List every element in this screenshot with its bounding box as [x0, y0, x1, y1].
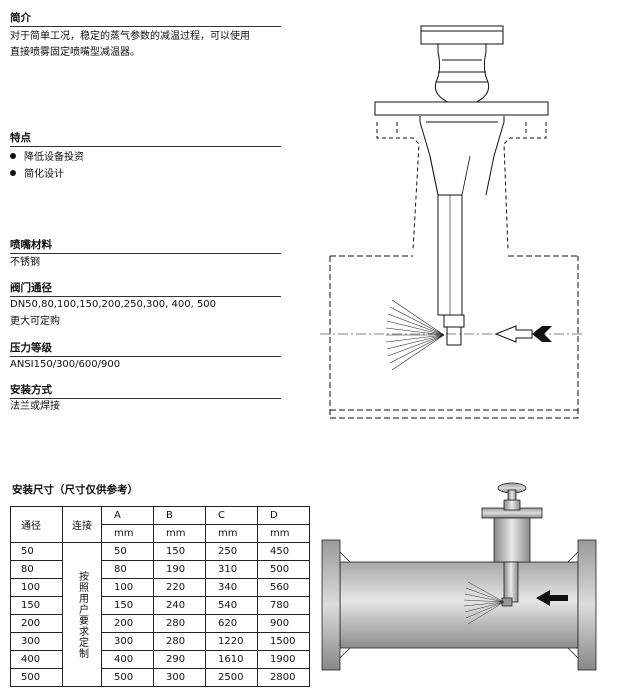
feature-item: 简化设计 — [10, 167, 64, 182]
table-cell: 220 — [153, 578, 206, 597]
flow-direction-arrow-icon — [536, 590, 568, 606]
valve-size-title: 阀门通径 — [10, 282, 281, 297]
table-cell: 400 — [101, 650, 154, 669]
table-cell: 300 — [10, 632, 63, 651]
table-cell: 500 — [257, 560, 310, 579]
table-cell: 560 — [257, 578, 310, 597]
bullet-icon — [10, 170, 16, 176]
table-row: 150 150 240 540 780 — [10, 596, 310, 615]
material-title: 喷嘴材料 — [10, 239, 281, 254]
header-a: A — [101, 506, 154, 525]
spray-fan-icon — [385, 299, 445, 371]
dimensions-table: 通径 连接 A B C D mm mm mm mm 50 按照用户要求定制 50… — [10, 506, 310, 687]
bullet-icon — [10, 153, 16, 159]
table-row: 400 400 290 1610 1900 — [10, 650, 310, 669]
table-cell: 100 — [101, 578, 154, 597]
pressure-title: 压力等级 — [10, 342, 281, 357]
flow-direction-arrow-icon — [494, 325, 552, 343]
table-cell: 80 — [10, 560, 63, 579]
connection-note: 按照用户要求定制 — [76, 570, 88, 659]
table-cell: 300 — [101, 632, 154, 651]
table-cell: 280 — [153, 614, 206, 633]
table-cell: 100 — [10, 578, 63, 597]
table-row: 500 500 300 2500 2800 — [10, 668, 310, 687]
table-cell: 340 — [205, 578, 258, 597]
table-row: 50 按照用户要求定制 50 150 250 450 — [10, 542, 310, 687]
table-cell: 400 — [10, 650, 63, 669]
intro-title: 简介 — [10, 12, 281, 27]
table-cell: 290 — [153, 650, 206, 669]
table-cell: 620 — [205, 614, 258, 633]
unit-cell: mm — [205, 524, 258, 543]
desuperheater-installation-drawing — [321, 482, 597, 671]
table-cell: 250 — [205, 542, 258, 561]
table-cell: 280 — [153, 632, 206, 651]
table-cell: 310 — [205, 560, 258, 579]
table-cell: 1900 — [257, 650, 310, 669]
feature-item: 降低设备投资 — [10, 150, 84, 165]
header-b: B — [153, 506, 206, 525]
table-unit-row: mm mm mm mm — [11, 524, 310, 543]
pressure-value: ANSI150/300/600/900 — [10, 359, 121, 370]
table-header-row: 通径 连接 A B C D — [10, 506, 310, 543]
valve-size-line-1: DN50,80,100,150,200,250,300, 400, 500 — [10, 299, 217, 310]
table-cell: 780 — [257, 596, 310, 615]
table-cell: 240 — [153, 596, 206, 615]
table-cell: 2800 — [257, 668, 310, 687]
table-cell: 540 — [205, 596, 258, 615]
table-cell: 1500 — [257, 632, 310, 651]
intro-line-1: 对于简单工况，稳定的蒸气参数的减温过程，可以使用 — [10, 31, 250, 42]
table-cell: 2500 — [205, 668, 258, 687]
features-title: 特点 — [10, 132, 281, 147]
feature-label: 简化设计 — [24, 169, 64, 180]
table-cell: 200 — [10, 614, 63, 633]
table-cell: 300 — [153, 668, 206, 687]
table-row: 100 100 220 340 560 — [10, 578, 310, 597]
install-value: 法兰或焊接 — [10, 401, 60, 412]
table-row: 200 200 280 620 900 — [10, 614, 310, 633]
table-cell: 150 — [101, 596, 154, 615]
spray-fan-icon — [463, 581, 505, 625]
table-row: 300 300 280 1220 1500 — [10, 632, 310, 651]
unit-cell: mm — [101, 524, 154, 543]
table-cell: 50 — [10, 542, 63, 561]
table-cell: 500 — [101, 668, 154, 687]
header-connection: 连接 — [62, 506, 102, 543]
table-cell: 500 — [10, 668, 63, 687]
table-cell: 50 — [101, 542, 154, 561]
feature-label: 降低设备投资 — [24, 152, 84, 163]
table-cell: 190 — [153, 560, 206, 579]
table-cell: 80 — [101, 560, 154, 579]
table-cell: 150 — [10, 596, 63, 615]
desuperheater-section-drawing — [320, 25, 582, 419]
header-d: D — [257, 506, 310, 525]
intro-line-2: 直接喷雾固定喷嘴型减温器。 — [10, 47, 140, 58]
table-cell: 450 — [257, 542, 310, 561]
install-title: 安装方式 — [10, 384, 281, 399]
valve-size-line-2: 更大可定购 — [10, 316, 60, 327]
dimensions-title: 安装尺寸（尺寸仅供参考） — [12, 484, 138, 496]
table-cell: 150 — [153, 542, 206, 561]
header-diameter: 通径 — [10, 506, 63, 543]
table-cell: 200 — [101, 614, 154, 633]
material-value: 不锈钢 — [10, 257, 40, 268]
unit-cell: mm — [153, 524, 206, 543]
connection-note-cell: 按照用户要求定制 — [62, 542, 102, 687]
table-cell: 900 — [257, 614, 310, 633]
unit-cell: mm — [257, 524, 310, 543]
header-c: C — [205, 506, 258, 525]
table-cell: 1220 — [205, 632, 258, 651]
table-cell: 1610 — [205, 650, 258, 669]
table-row: 80 80 190 310 500 — [10, 560, 310, 579]
